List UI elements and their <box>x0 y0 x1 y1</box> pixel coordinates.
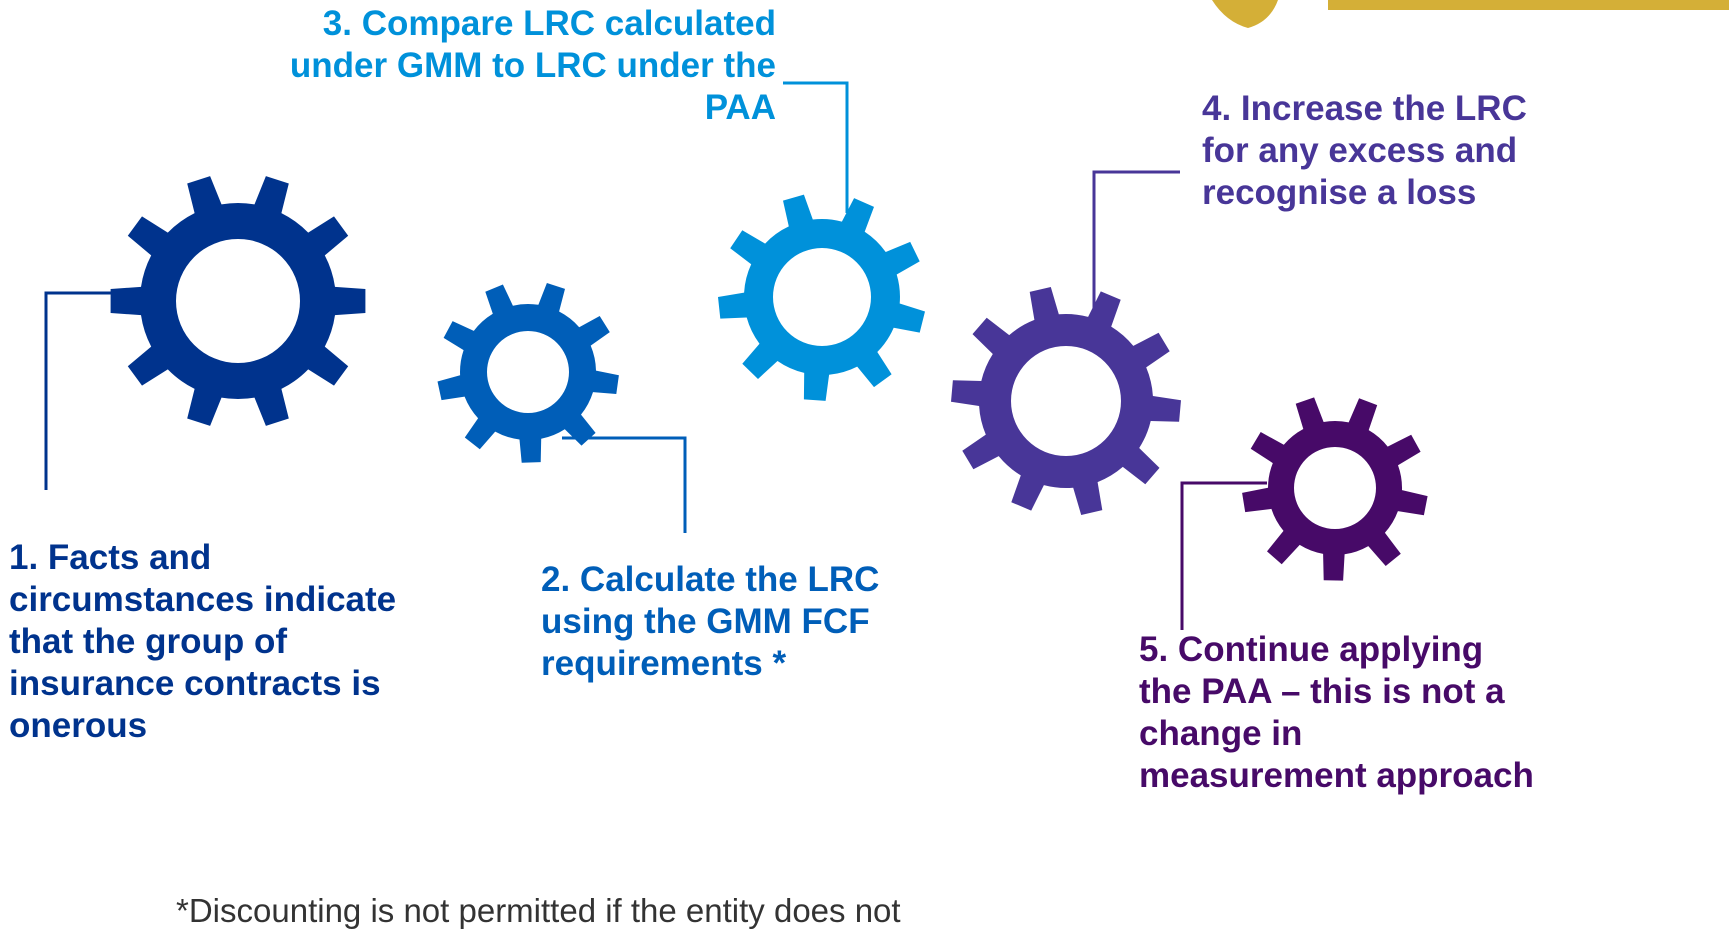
footnote: *Discounting is not permitted if the ent… <box>176 892 901 929</box>
gear-3-icon <box>718 194 925 401</box>
connector-step-1 <box>44 291 136 490</box>
gear-5-icon <box>1242 397 1428 581</box>
logo-mark <box>1200 0 1729 35</box>
connector-step-5 <box>1180 481 1267 630</box>
step-4-label: 4. Increase the LRC for any excess and r… <box>1202 89 1527 212</box>
step-2-label: 2. Calculate the LRC using the GMM FCF r… <box>541 560 880 683</box>
step-1-label: 1. Facts and circumstances indicate that… <box>9 538 397 745</box>
connector-step-3 <box>783 81 849 213</box>
gear-4-icon <box>951 287 1181 515</box>
connector-step-2 <box>562 436 687 533</box>
step-5-label: 5. Continue applying the PAA – this is n… <box>1139 630 1534 795</box>
gear-2-icon <box>437 283 619 463</box>
step-3-label: 3. Compare LRC calculated under GMM to L… <box>289 4 776 127</box>
connector-step-4 <box>1092 170 1180 316</box>
gear-1-icon <box>110 176 366 426</box>
